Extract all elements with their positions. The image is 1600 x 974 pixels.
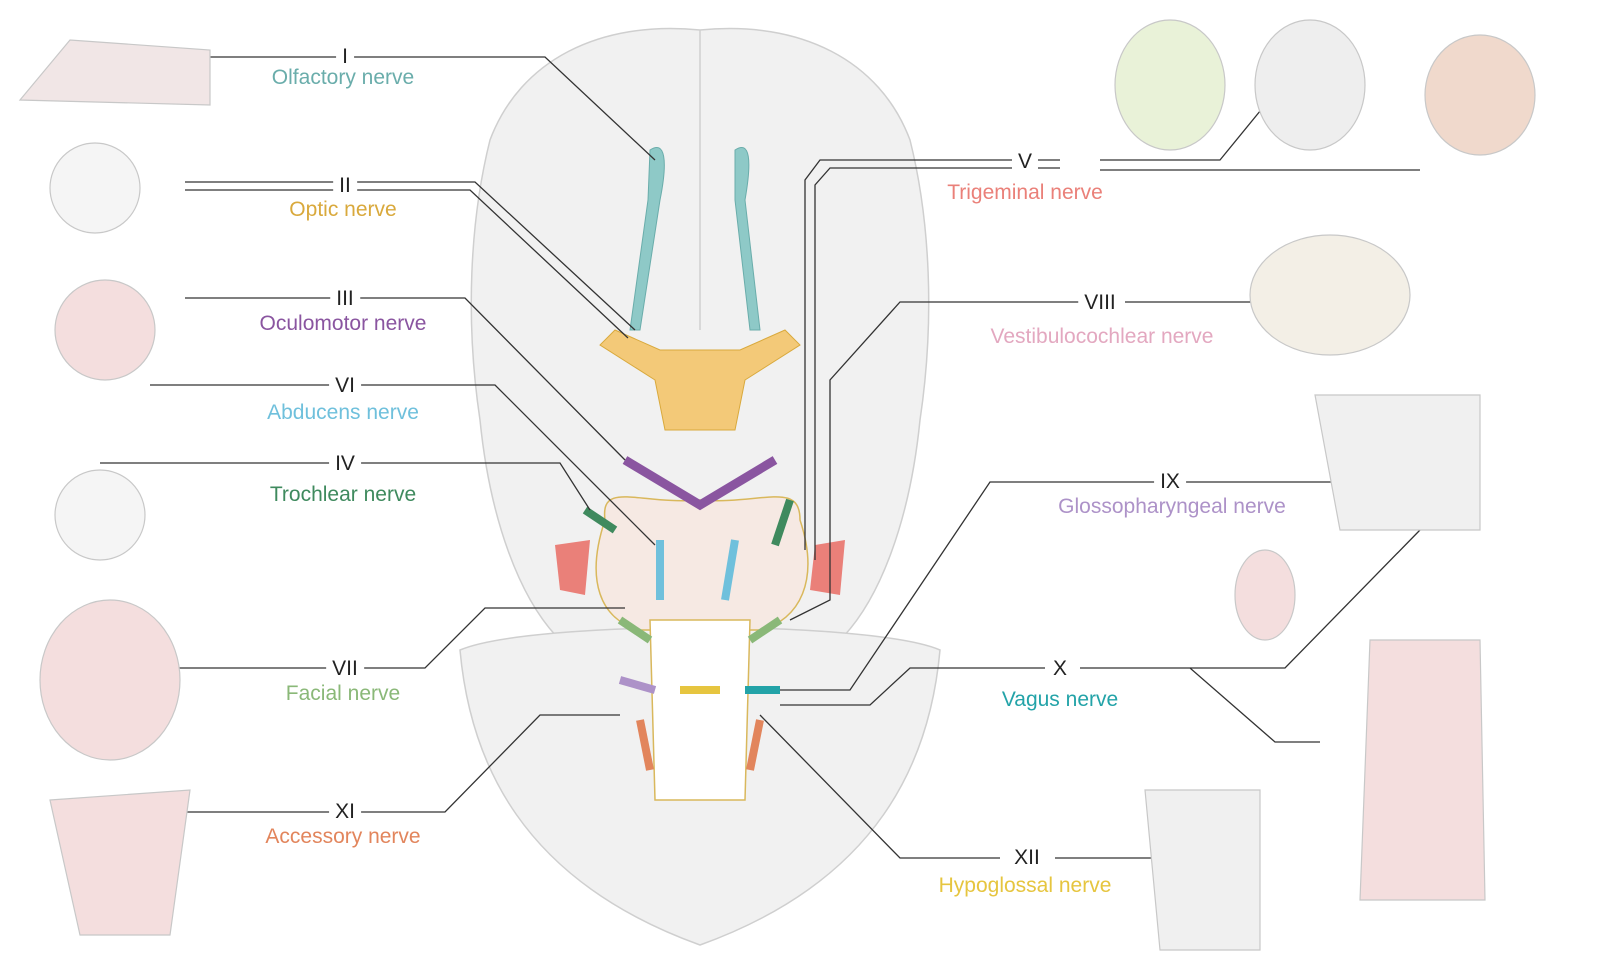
brain-illustration <box>459 27 941 946</box>
nerve-name: Vestibulocochlear nerve <box>990 325 1214 348</box>
nerve-name: Optic nerve <box>289 198 397 221</box>
nerve-name: Accessory nerve <box>265 825 421 848</box>
head-sensory-illustration <box>1114 19 1226 151</box>
eyeball-illustration-trochlear <box>54 469 146 561</box>
olfactory-tracts <box>629 147 761 331</box>
nasal-illustration <box>18 39 211 106</box>
neck-illustration <box>49 789 191 936</box>
nerve-numeral: VI <box>329 374 361 398</box>
nerve-name: Vagus nerve <box>1001 688 1119 711</box>
nerve-numeral: VII <box>326 657 364 681</box>
nerve-name: Glossopharyngeal nerve <box>1058 495 1286 518</box>
outer-ear-illustration <box>1234 549 1296 641</box>
face-illustration-facial <box>39 599 181 761</box>
eyeball-illustration-optic <box>49 142 141 234</box>
nerve-name: Oculomotor nerve <box>259 312 427 335</box>
nerve-numeral: XII <box>1008 846 1046 870</box>
nerve-numeral: IX <box>1154 470 1186 494</box>
nerve-numeral: III <box>330 287 360 311</box>
eyeball-illustration-muscles <box>54 279 156 381</box>
nerve-numeral: IV <box>329 452 361 476</box>
nerve-numeral: VIII <box>1078 291 1122 315</box>
brainstem <box>595 496 809 801</box>
nerve-name: Olfactory nerve <box>271 66 415 89</box>
skull-illustration <box>1424 34 1536 156</box>
optic-chiasm <box>599 329 801 431</box>
oculomotor-nerves <box>622 456 778 511</box>
cranial-nerve-roots <box>582 498 794 771</box>
nerve-numeral: V <box>1011 150 1039 174</box>
head-oral-illustration <box>1254 19 1366 151</box>
tongue-illustration <box>1144 789 1261 951</box>
pharynx-illustration <box>1314 394 1481 531</box>
trigeminal-roots <box>555 540 845 595</box>
thoracic-abdominal-organs <box>1359 639 1486 901</box>
nerve-name: Abducens nerve <box>267 401 419 424</box>
leader-lines <box>100 56 1450 859</box>
nerve-numeral: X <box>1046 657 1074 681</box>
nerve-numeral: I <box>336 45 354 69</box>
peripheral-illustrations <box>18 19 1536 951</box>
nerve-numeral: II <box>333 174 357 198</box>
nerve-name: Facial nerve <box>285 682 401 705</box>
nerve-name: Trochlear nerve <box>269 483 417 506</box>
inner-ear-illustration <box>1249 234 1411 356</box>
nerve-name: Hypoglossal nerve <box>938 874 1112 897</box>
nerve-numeral: XI <box>329 800 361 824</box>
nerve-name: Trigeminal nerve <box>947 181 1103 204</box>
